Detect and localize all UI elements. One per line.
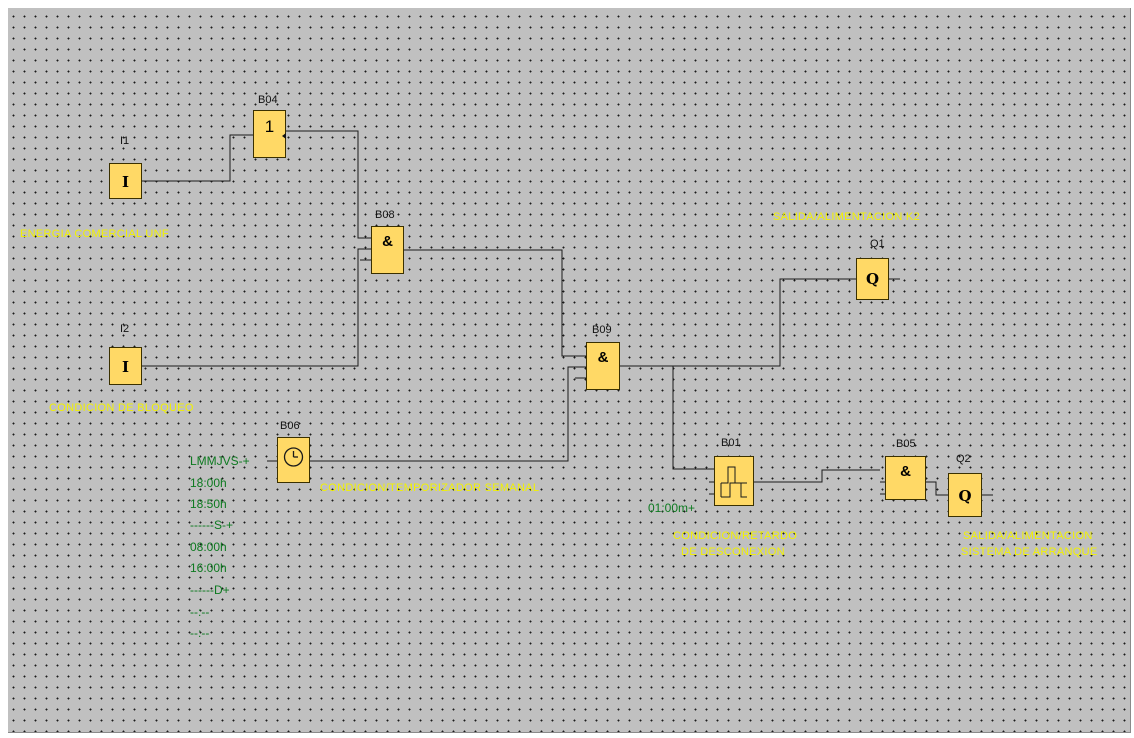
weekly-timer-block-b06[interactable] [277, 437, 310, 483]
wires-layer [142, 130, 993, 496]
timer-param-on-2: 08:00h [190, 540, 227, 554]
timer-param-off-1: 18:50h [190, 497, 227, 511]
clock-icon [283, 447, 304, 467]
wire-b05-q2 [926, 481, 948, 496]
and-symbol: & [597, 349, 609, 366]
block-label-i2: I2 [120, 323, 130, 335]
timer-param-off-2: 16:00h [190, 561, 227, 575]
block-label-b05: B05 [896, 438, 916, 450]
block-label-q2: Q2 [956, 453, 971, 465]
input-block-i2[interactable]: I [109, 347, 142, 385]
diagram-canvas[interactable]: I1 I ENERGIA COMERCIAL UNF B04 1 B08 & I… [8, 8, 1131, 733]
output-symbol: Q [865, 270, 880, 288]
wire-b09-b01 [672, 366, 714, 470]
block-label-b09: B09 [592, 324, 612, 336]
block-label-b08: B08 [375, 209, 395, 221]
wire-i2-b08 [142, 248, 371, 367]
comment-q2-line2[interactable]: SISTEMA DE ARRANQUE [961, 546, 1098, 558]
or-block-b04[interactable]: 1 [253, 110, 286, 158]
input-symbol: I [121, 358, 130, 376]
and-block-b09[interactable]: & [586, 342, 620, 390]
comment-b01-line1[interactable]: CONDICION/RETARDO [673, 530, 798, 542]
comment-b01-line2[interactable]: DE DESCONEXION [681, 546, 785, 558]
timer-param-day-1: LMMJVS-+ [190, 454, 250, 468]
wire-b09-q1 [620, 278, 856, 367]
wire-b06-b09 [310, 366, 586, 462]
or-symbol: 1 [264, 117, 275, 136]
and-block-b05[interactable]: & [885, 456, 926, 500]
wire-b08-b09 [404, 249, 586, 357]
delay-param: 01:00m+ [648, 501, 696, 515]
off-delay-block-b01[interactable] [714, 456, 754, 506]
and-symbol: & [900, 463, 911, 480]
block-label-b04: B04 [258, 94, 278, 106]
and-block-b08[interactable]: & [371, 226, 404, 274]
block-label-b06: B06 [280, 420, 300, 432]
comment-i2[interactable]: CONDICION DE BLOQUEO [49, 402, 194, 414]
comment-q1[interactable]: SALIDA/ALIMENTACION K2 [773, 211, 920, 223]
block-label-q1: Q1 [870, 238, 885, 250]
timer-param-on-1: 18:00h [190, 476, 227, 490]
negation-marker-icon [282, 133, 286, 139]
output-block-q1[interactable]: Q [856, 258, 889, 300]
timer-param-on-3: --:-- [190, 605, 210, 619]
timer-param-off-3: --:-- [190, 626, 210, 640]
output-symbol: Q [958, 487, 972, 505]
block-label-i1: I1 [120, 135, 130, 147]
output-block-q2[interactable]: Q [948, 473, 982, 517]
input-symbol: I [121, 173, 130, 191]
comment-q2-line1[interactable]: SALIDA/ALIMENTACION [963, 530, 1093, 542]
and-symbol: & [382, 233, 393, 250]
block-label-b01: B01 [721, 437, 741, 449]
comment-i1[interactable]: ENERGIA COMERCIAL UNF [20, 228, 169, 240]
timer-param-day-2: ------S-+ [190, 518, 233, 532]
wire-i1-b04 [142, 134, 253, 182]
wire-b01-b05 [754, 469, 880, 483]
input-block-i1[interactable]: I [109, 163, 142, 199]
off-delay-icon [720, 466, 747, 498]
comment-b06[interactable]: CONDICION/TEMPORIZADOR SEMANAL [320, 482, 540, 494]
wire-b04-b08 [286, 130, 371, 239]
timer-param-day-3: ------D+ [190, 583, 230, 597]
